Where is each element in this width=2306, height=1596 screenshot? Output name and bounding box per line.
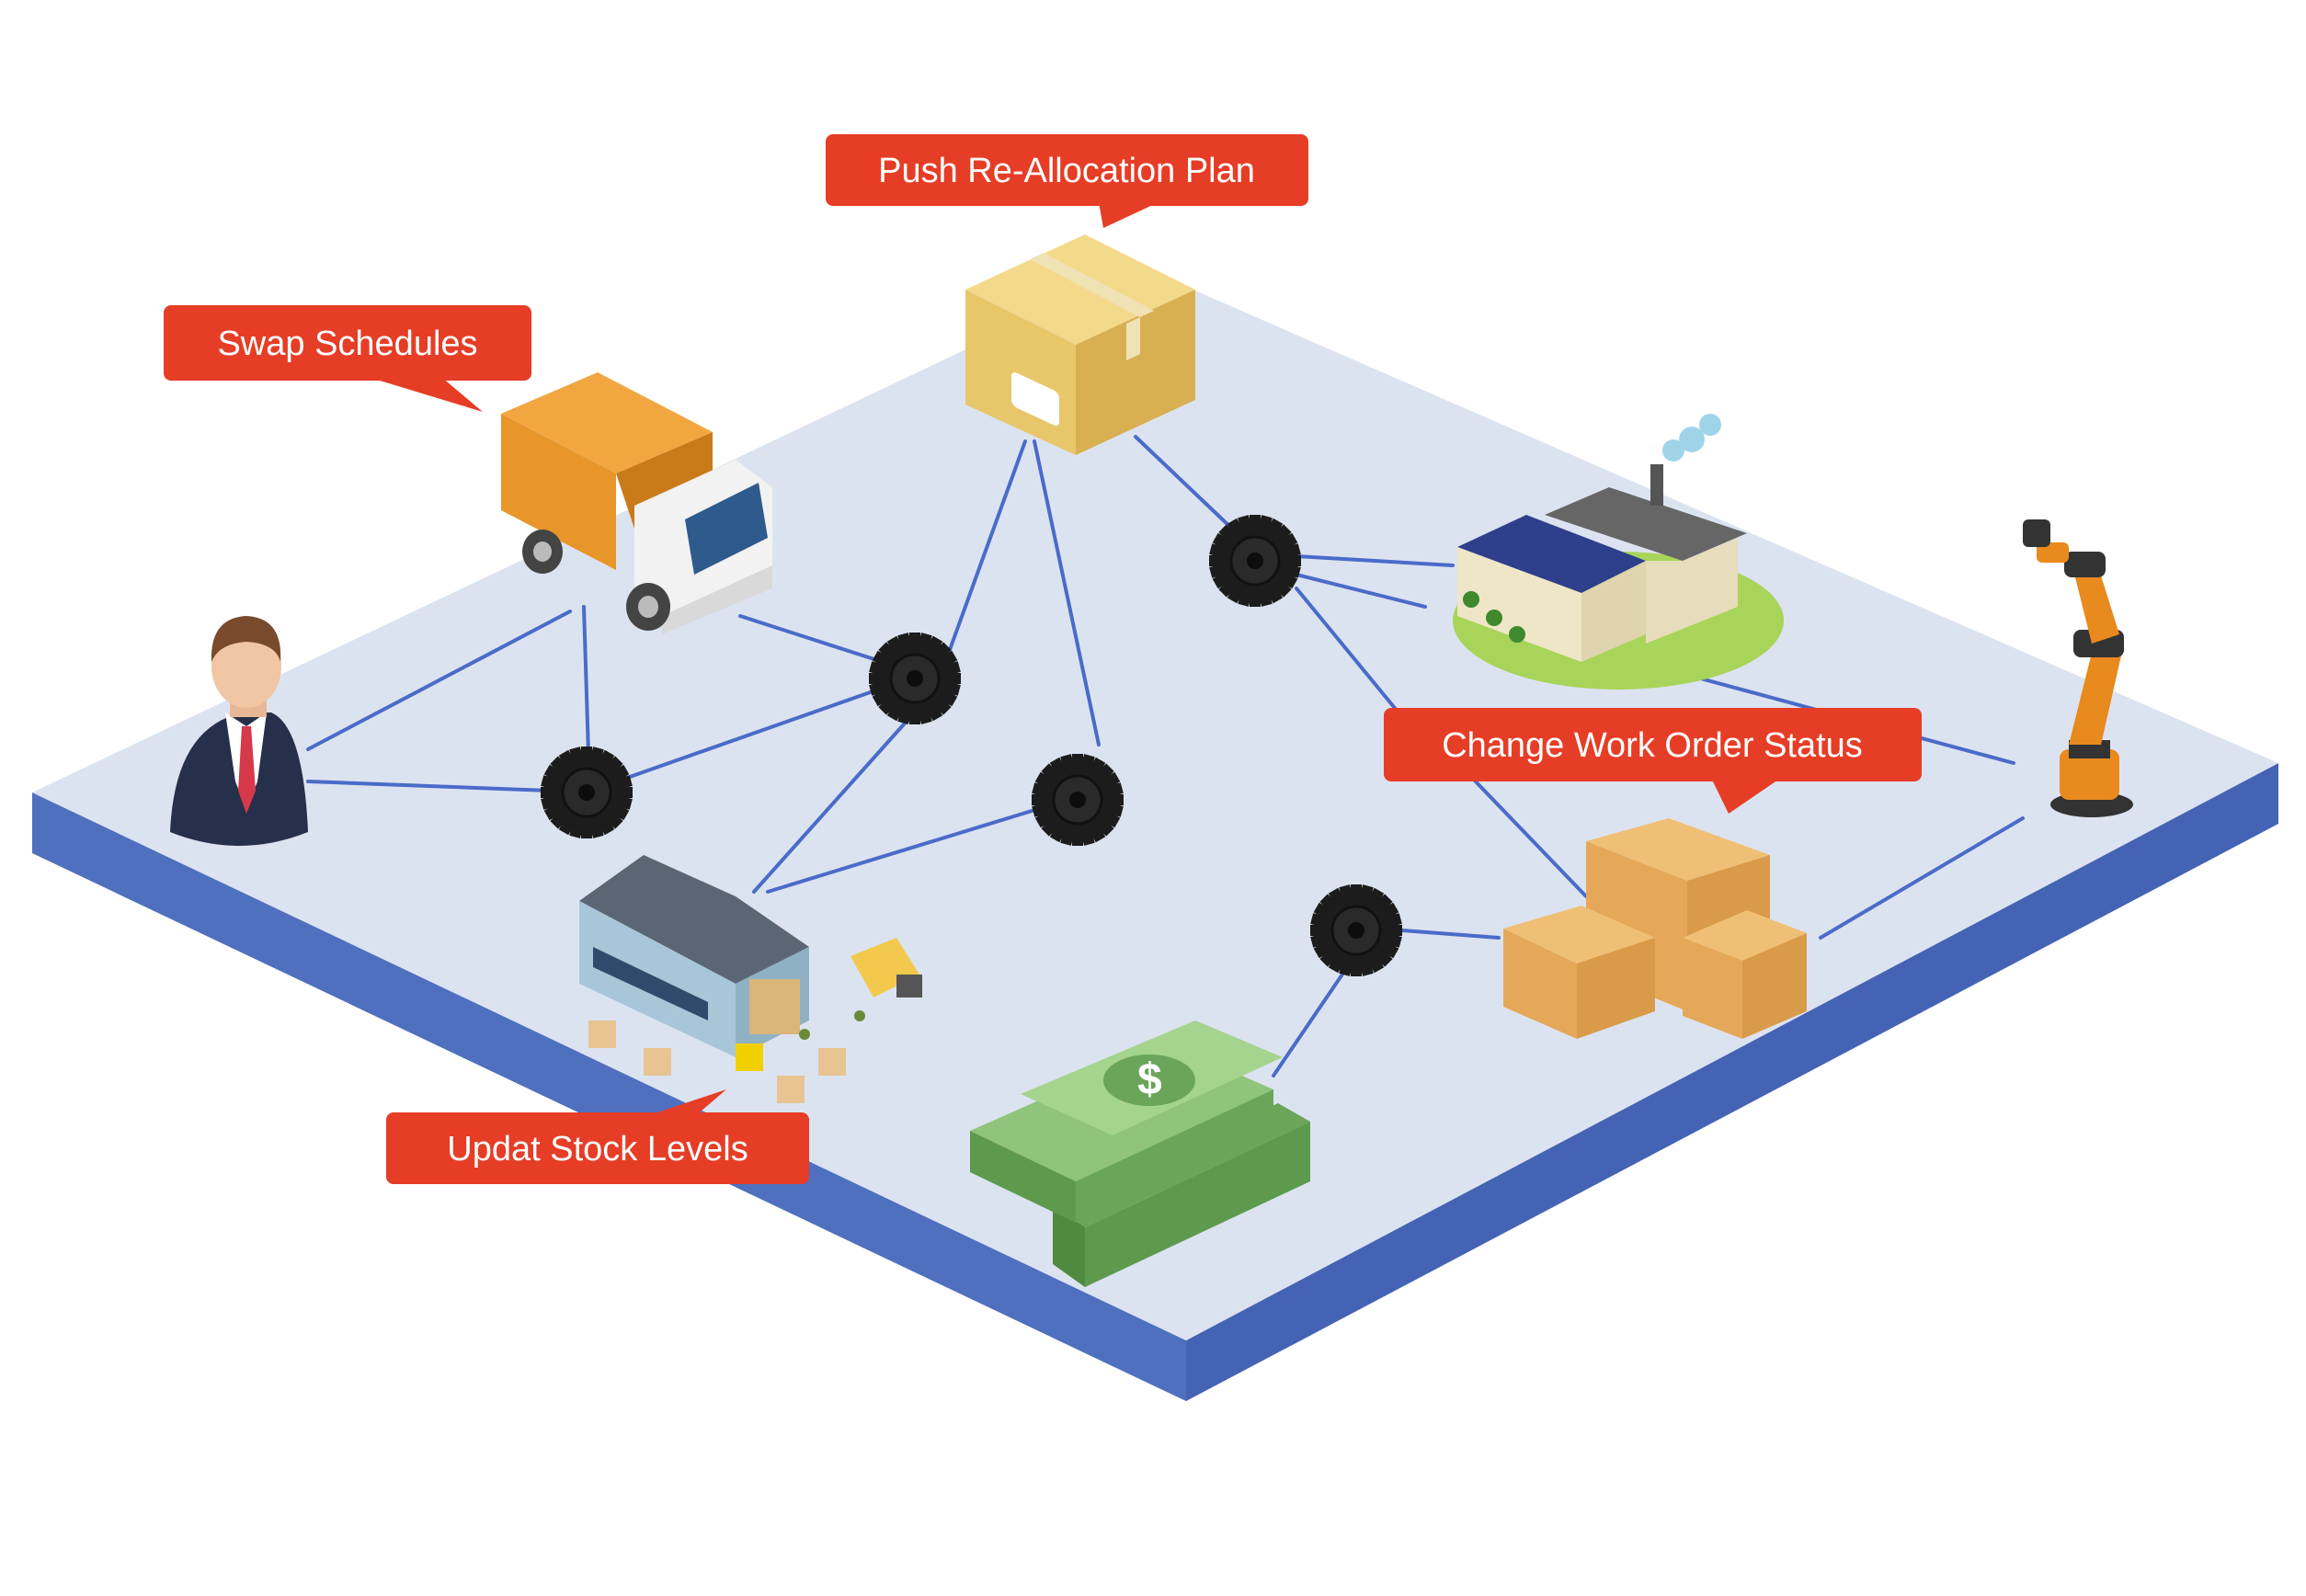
businessman-icon [170,616,308,846]
gear-icon [1207,513,1303,609]
robot-arm-icon [2023,519,2133,817]
boxes-stack-icon [1503,818,1807,1039]
factory-icon [1453,414,1784,690]
callout-change-work-order-label: Change Work Order Status [1442,726,1863,765]
cash-icon: $ [970,1020,1310,1287]
callout-swap-schedules: Swap Schedules [164,305,531,412]
truck-icon [501,372,772,634]
callout-push-plan-label: Push Re-Allocation Plan [878,152,1255,190]
gear-icon [539,745,634,840]
box-icon [965,234,1195,455]
svg-text:$: $ [1137,1055,1162,1104]
gear-icon [867,631,963,726]
callout-swap-schedules-label: Swap Schedules [217,325,477,363]
callout-update-stock-label: Updat Stock Levels [447,1130,748,1168]
callout-push-plan: Push Re-Allocation Plan [826,134,1308,228]
callout-change-work-order: Change Work Order Status [1384,708,1922,814]
gear-icon [1308,883,1404,978]
warehouse-icon [579,855,922,1103]
callout-update-stock: Updat Stock Levels [386,1089,809,1184]
gear-icon [1030,752,1125,848]
